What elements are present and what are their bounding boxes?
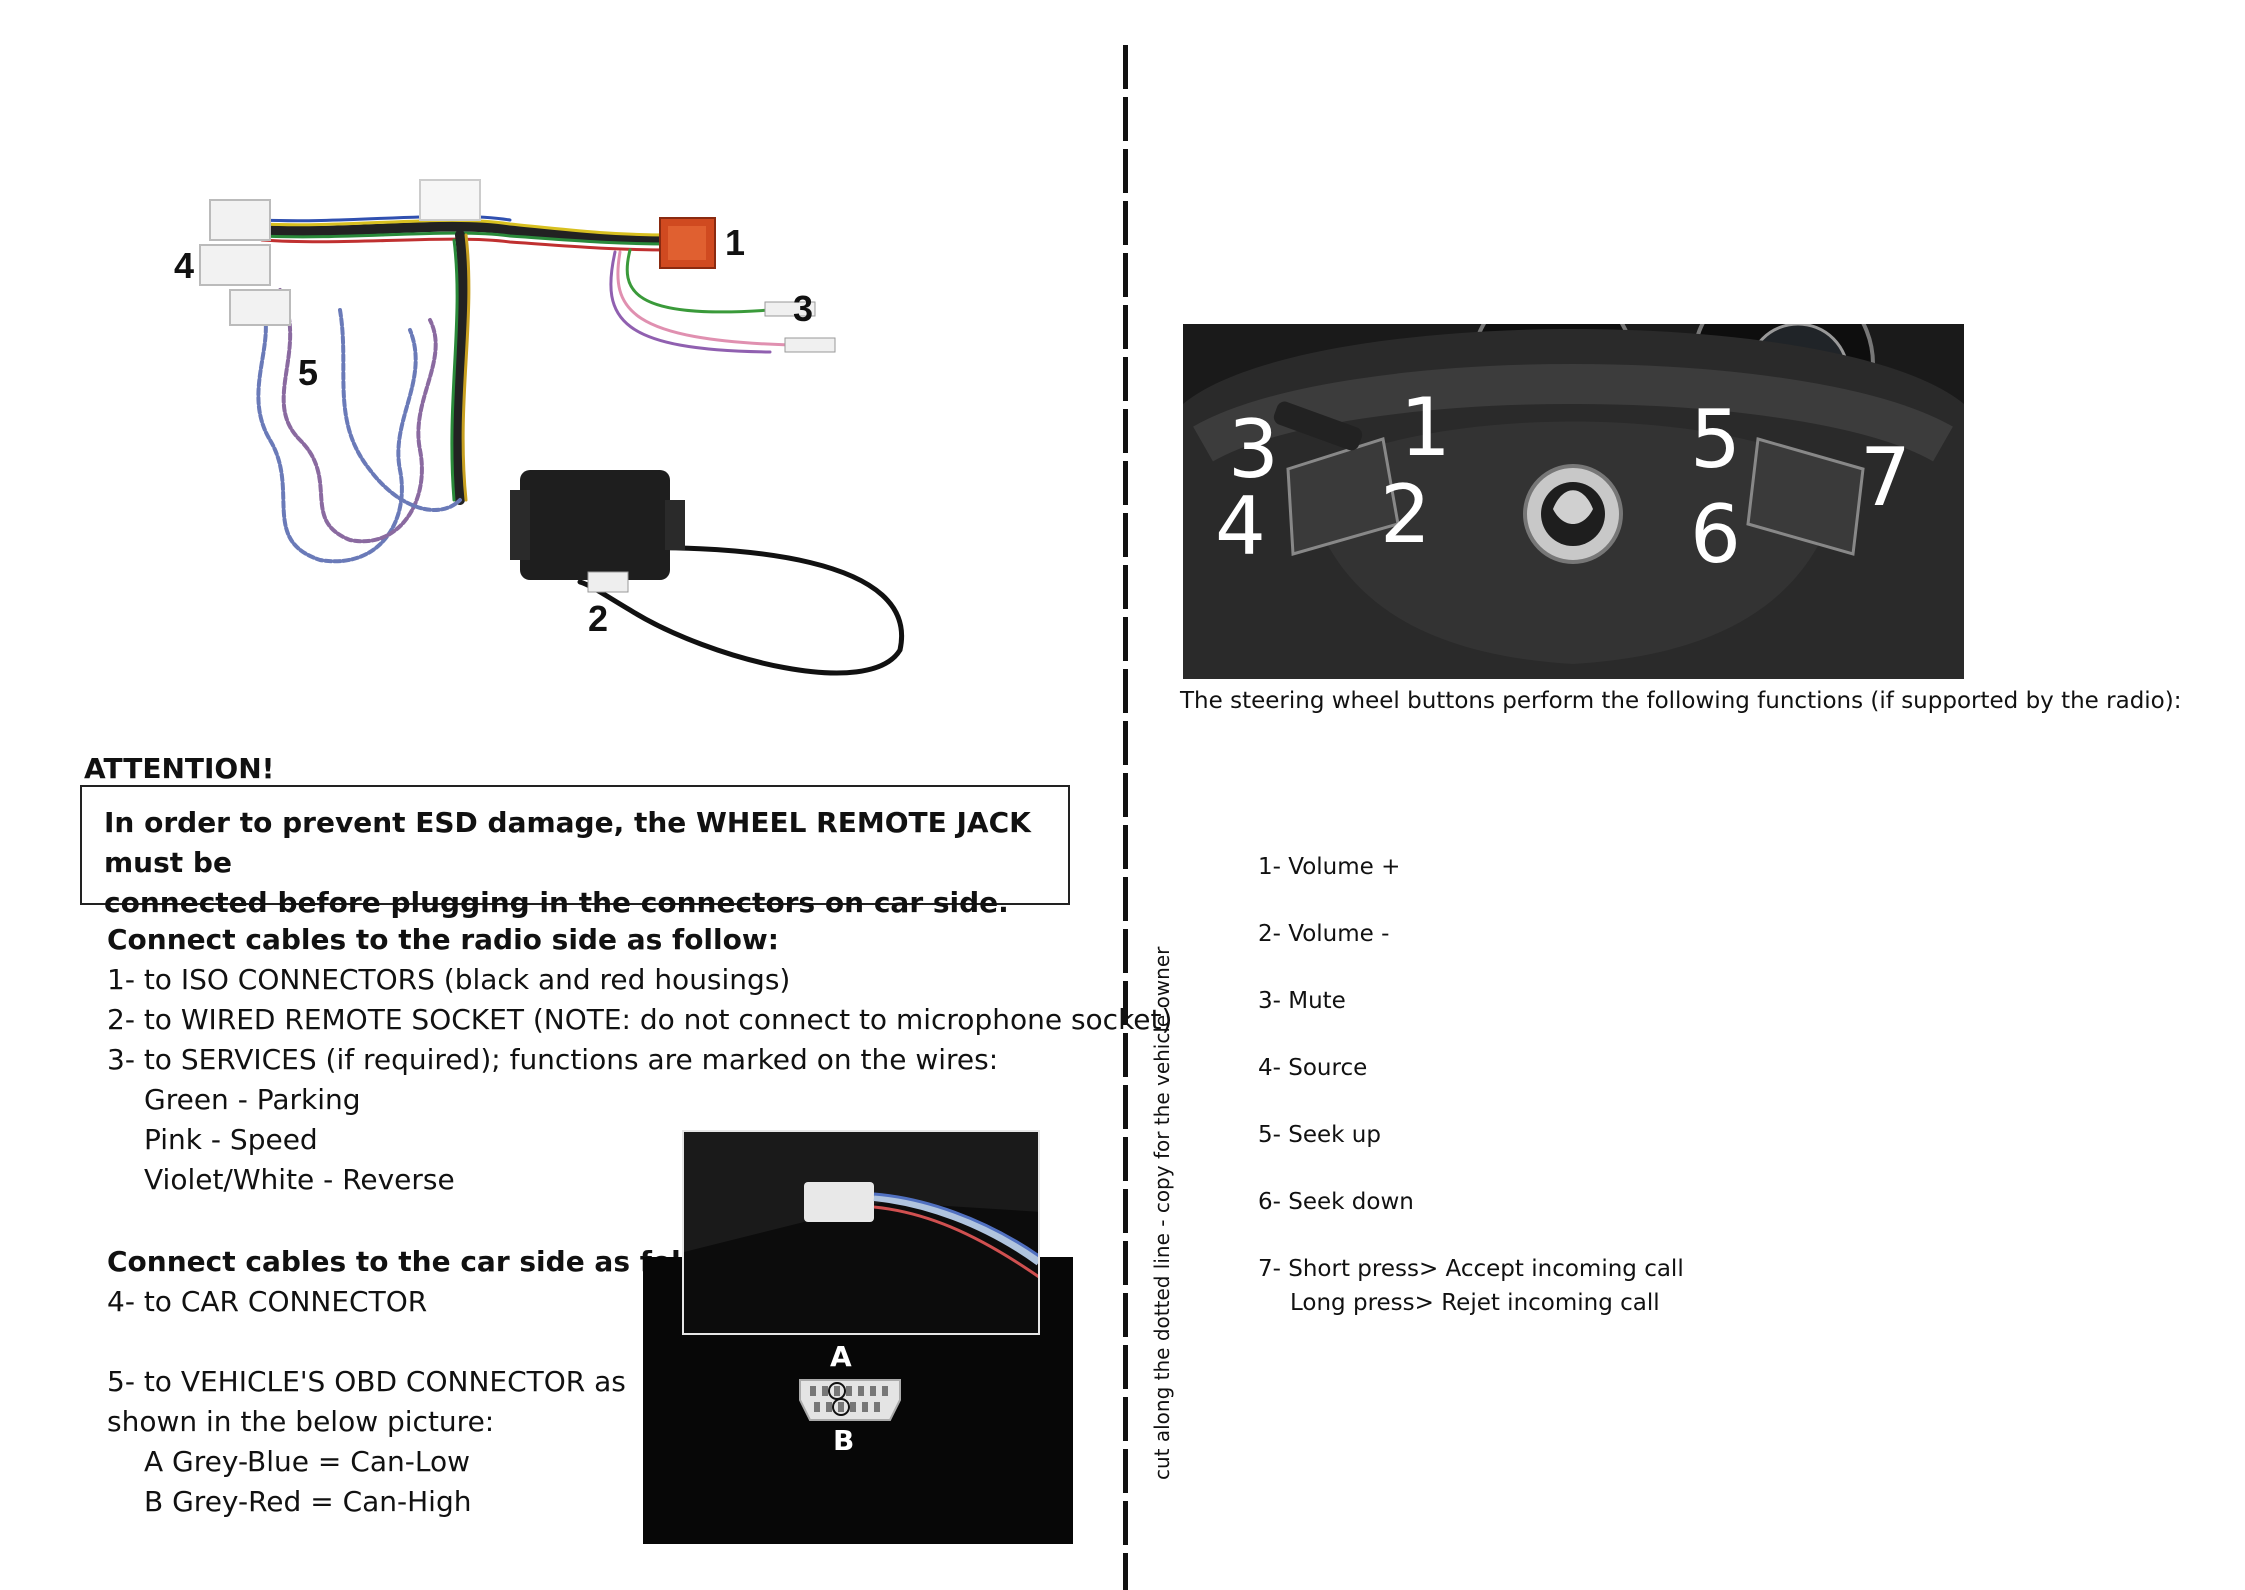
obd-connector-drawing — [799, 1379, 901, 1421]
radio-side-section: Connect cables to the radio side as foll… — [107, 920, 1172, 1200]
wheel-number-5: 5 — [1690, 393, 1741, 486]
function-2: 2- Volume - — [1258, 921, 1390, 947]
radio-side-item-2: 2- to WIRED REMOTE SOCKET (NOTE: do not … — [107, 1003, 1173, 1036]
radio-side-heading: Connect cables to the radio side as foll… — [107, 923, 779, 956]
harness-label-5: 5 — [298, 352, 319, 393]
function-3: 3- Mute — [1258, 988, 1346, 1014]
pin-b: B Grey-Red = Can-High — [144, 1485, 472, 1518]
attention-title: ATTENTION! — [84, 752, 275, 785]
wire-pink: Pink - Speed — [144, 1123, 318, 1156]
radio-side-item-1: 1- to ISO CONNECTORS (black and red hous… — [107, 963, 791, 996]
function-7-line-2: Long press> Rejet incoming call — [1290, 1290, 1660, 1316]
wheel-number-4: 4 — [1215, 480, 1266, 573]
function-6: 6- Seek down — [1258, 1189, 1414, 1215]
car-side-item-4: 4- to CAR CONNECTOR — [107, 1285, 428, 1318]
car-side-item-5-line-1: 5- to VEHICLE'S OBD CONNECTOR as — [107, 1365, 626, 1398]
obd-inset-photo — [682, 1130, 1040, 1335]
attention-box: In order to prevent ESD damage, the WHEE… — [80, 785, 1070, 919]
harness-photo — [199, 179, 905, 676]
attention-line-1: In order to prevent ESD damage, the WHEE… — [104, 806, 1031, 879]
radio-side-item-3: 3- to SERVICES (if required); functions … — [107, 1043, 999, 1076]
function-5: 5- Seek up — [1258, 1122, 1381, 1148]
wheel-caption: The steering wheel buttons perform the f… — [1180, 688, 2182, 714]
car-side-section: Connect cables to the car side as follow… — [107, 1242, 747, 1522]
harness-label-2: 2 — [588, 598, 609, 639]
wire-green: Green - Parking — [144, 1083, 361, 1116]
obd-inset-drawing — [684, 1132, 1038, 1279]
wheel-number-2: 2 — [1380, 468, 1431, 561]
harness-label-1: 1 — [725, 222, 746, 263]
wheel-number-1: 1 — [1400, 381, 1451, 474]
harness-label-4: 4 — [174, 245, 195, 286]
wheel-number-3: 3 — [1228, 403, 1279, 496]
wheel-number-7: 7 — [1860, 431, 1911, 524]
steering-wheel-photo: 482 — [1183, 324, 1964, 679]
wheel-number-6: 6 — [1690, 488, 1741, 581]
wire-violet-white: Violet/White - Reverse — [144, 1163, 455, 1196]
obd-label-a: A — [830, 1340, 852, 1373]
function-7: 7- Short press> Accept incoming call — [1258, 1256, 1684, 1282]
obd-label-b: B — [833, 1424, 855, 1457]
harness-label-3: 3 — [793, 288, 814, 329]
car-side-heading: Connect cables to the car side as follow… — [107, 1245, 747, 1278]
cut-dotted-line — [1123, 45, 1128, 1590]
attention-line-2: connected before plugging in the connect… — [104, 886, 1009, 919]
pin-a: A Grey-Blue = Can-Low — [144, 1445, 470, 1478]
function-1: 1- Volume + — [1258, 854, 1401, 880]
car-side-item-5-line-2: shown in the below picture: — [107, 1405, 495, 1438]
function-4: 4- Source — [1258, 1055, 1368, 1081]
cut-instruction: cut along the dotted line - copy for the… — [1150, 946, 1174, 1480]
